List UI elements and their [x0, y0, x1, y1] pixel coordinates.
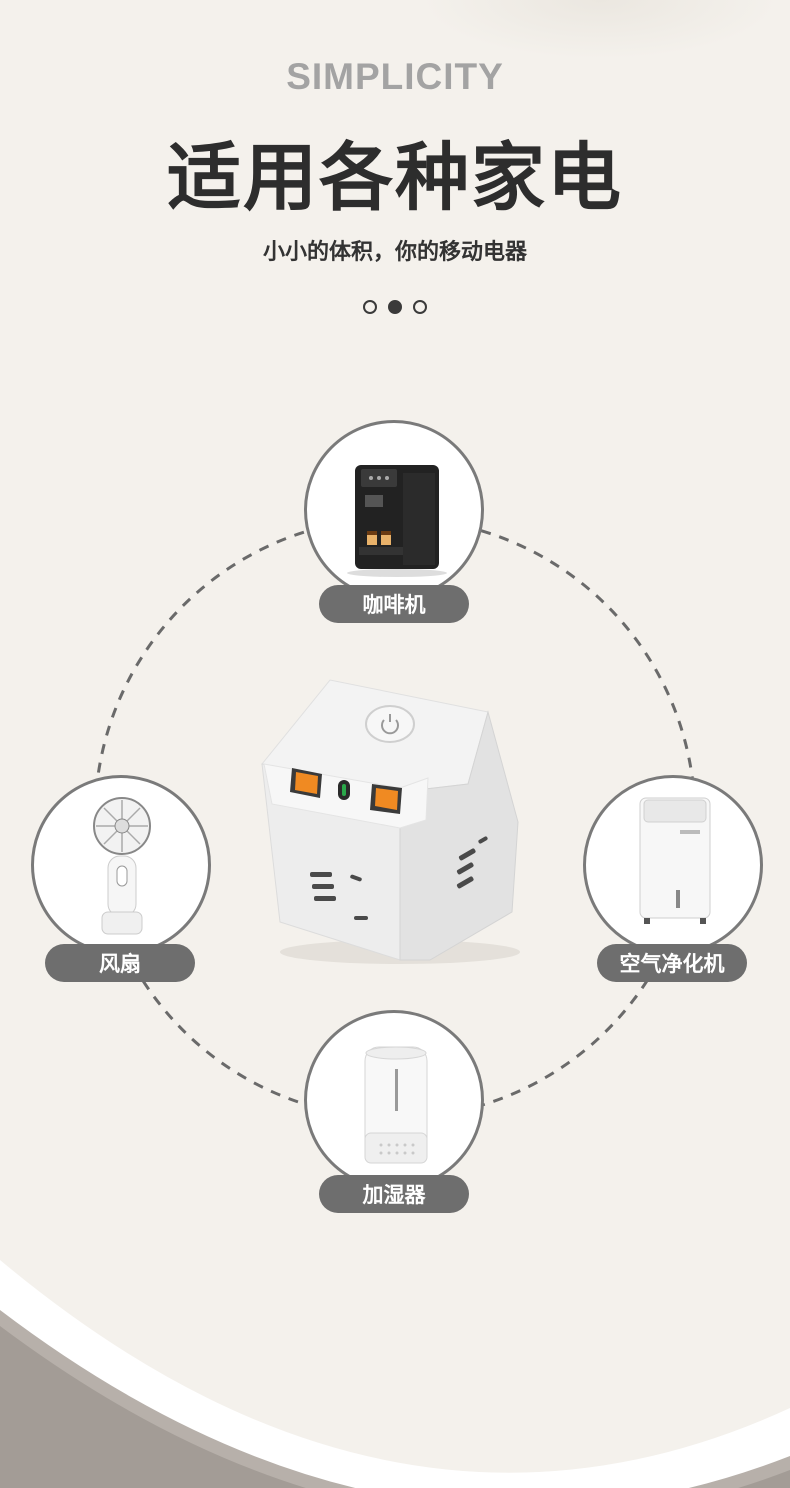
appliance-bubble-coffee[interactable]	[304, 420, 484, 600]
label-pill-fan: 风扇	[45, 944, 195, 982]
label-pill-humidifier: 加湿器	[319, 1175, 469, 1213]
page-subtitle: 小小的体积，你的移动电器	[262, 240, 527, 265]
bottom-decorative-arc	[0, 1260, 790, 1488]
label-pill-coffee: 咖啡机	[319, 585, 469, 623]
humidifier-icon	[364, 1046, 428, 1164]
power-cube-product	[261, 679, 520, 964]
handheld-fan-icon	[93, 797, 151, 935]
front-outlet	[310, 872, 368, 920]
eyebrow-text: SIMPLICITY	[286, 56, 504, 97]
pagination-dot[interactable]	[413, 300, 427, 314]
appliance-bubble-humidifier[interactable]	[304, 1010, 484, 1190]
label-pill-purifier: 空气净化机	[597, 944, 747, 982]
side-outlet	[456, 836, 488, 889]
pagination-dot[interactable]	[363, 300, 377, 314]
appliance-bubble-fan[interactable]	[31, 775, 211, 955]
pagination-dots	[363, 299, 427, 315]
air-purifier-icon	[639, 797, 711, 924]
pagination-dot-active[interactable]	[388, 300, 402, 314]
usb-port-right	[370, 784, 402, 814]
usb-port-left	[290, 768, 322, 798]
typec-port	[338, 780, 350, 800]
coffee-machine-icon	[347, 465, 447, 577]
appliance-bubble-purifier[interactable]	[583, 775, 763, 955]
page-title: 适用各种家电	[167, 135, 623, 221]
